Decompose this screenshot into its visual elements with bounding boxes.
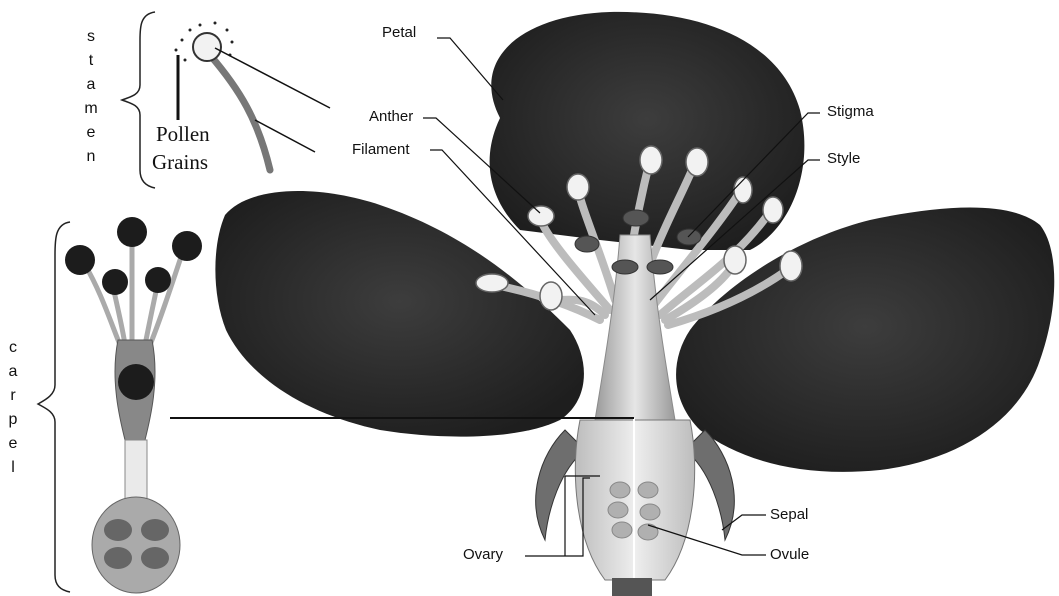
anther-label: Anther <box>369 108 413 126</box>
ovary <box>575 418 694 596</box>
filament-label: Filament <box>352 141 410 159</box>
ovary-label: Ovary <box>463 546 503 564</box>
ovule-label: Ovule <box>770 546 809 564</box>
petal-label: Petal <box>382 24 416 42</box>
stamen-anther <box>193 33 221 61</box>
stigma-label: Stigma <box>827 103 874 121</box>
pollen-grains-label-line1: Pollen <box>156 122 210 146</box>
sepal-label: Sepal <box>770 506 808 524</box>
stamen-vertical-label: s t a m e n <box>84 25 98 169</box>
pollen-grains-label-line2: Grains <box>152 150 208 174</box>
carpel-vertical-label: c a r p e l <box>6 336 20 480</box>
style-label: Style <box>827 150 860 168</box>
